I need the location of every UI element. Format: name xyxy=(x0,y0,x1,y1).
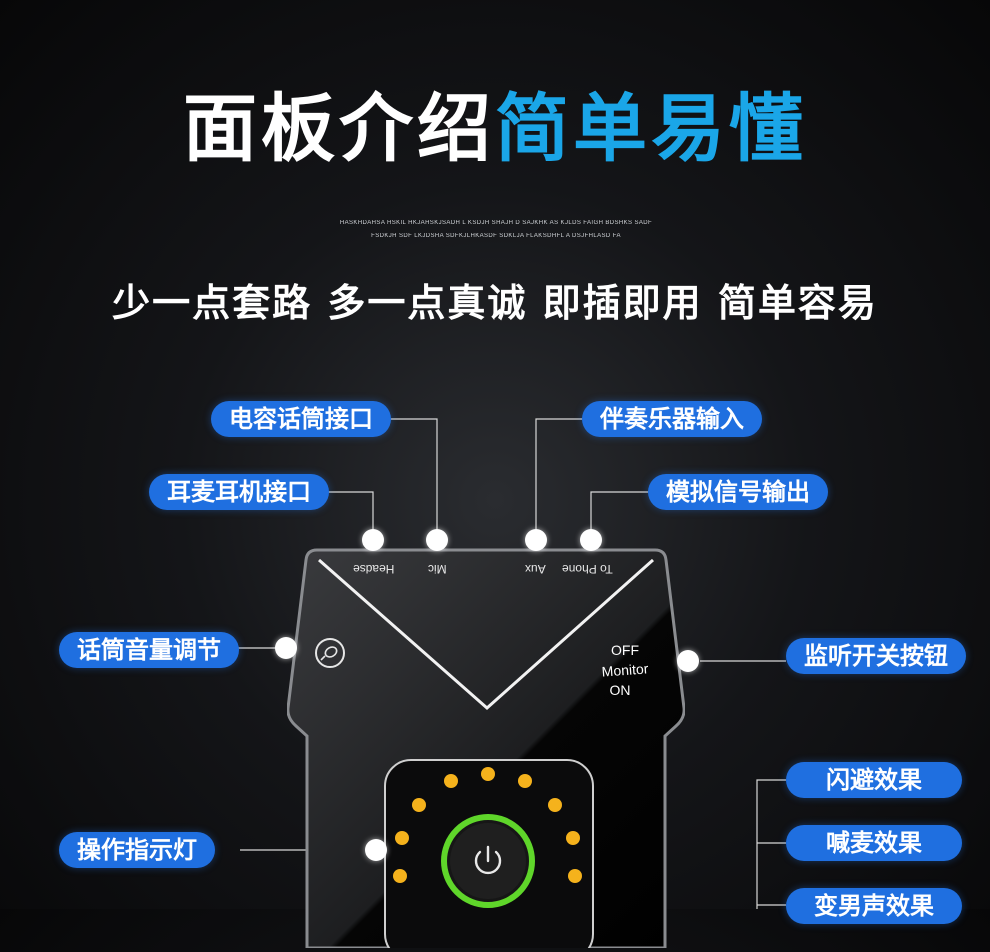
led-dot xyxy=(518,774,532,788)
led-dot xyxy=(412,798,426,812)
led-dot xyxy=(444,774,458,788)
indicator-dot xyxy=(365,839,387,861)
callout-shout-effect: 喊麦效果 xyxy=(786,825,962,861)
subtitle: 少一点套路 多一点真诚 即插即用 简单容易 xyxy=(112,281,878,325)
port-label-to-phone: To Phone xyxy=(562,562,613,576)
callout-headset-jack: 耳麦耳机接口 xyxy=(149,474,329,510)
port-label-mic: Mic xyxy=(428,562,447,576)
mic-jack-dot xyxy=(426,529,448,551)
headset-jack-dot xyxy=(362,529,384,551)
led-dot xyxy=(566,831,580,845)
monitor-label: Monitor xyxy=(601,660,649,680)
port-label-aux: Aux xyxy=(525,562,546,576)
callout-voice-change-effect: 变男声效果 xyxy=(786,888,962,924)
callout-mic-jack: 电容话筒接口 xyxy=(211,401,391,437)
output-jack-dot xyxy=(580,529,602,551)
monitor-off-label: OFF xyxy=(611,642,639,658)
callout-analog-output: 模拟信号输出 xyxy=(648,474,828,510)
led-dot xyxy=(395,831,409,845)
power-icon[interactable] xyxy=(469,842,507,880)
monitor-switch-labels[interactable]: OFF Monitor ON xyxy=(589,640,661,700)
port-label-headset: Headse xyxy=(353,562,395,576)
callout-dodge-effect: 闪避效果 xyxy=(786,762,962,798)
callout-indicator: 操作指示灯 xyxy=(59,832,215,868)
callout-monitor-switch: 监听开关按钮 xyxy=(786,638,966,674)
title-white-part: 面板介绍 xyxy=(183,86,495,172)
led-dot xyxy=(393,869,407,883)
led-dot xyxy=(481,767,495,781)
mic-volume-knob-icon[interactable] xyxy=(313,636,347,670)
fine-print-line-1: HASKHDAHSA HSKIL HKJAHSKJSADH L KSDJH SH… xyxy=(339,220,653,226)
monitor-switch-dot xyxy=(677,650,699,672)
callout-mic-volume: 话筒音量调节 xyxy=(59,632,239,668)
callout-instrument-input: 伴奏乐器输入 xyxy=(582,401,762,437)
sound-card-device: Headse Mic Aux To Phone OFF Monitor ON xyxy=(286,548,686,950)
led-dot xyxy=(548,798,562,812)
fine-print-line-2: FSDKJH SDF LKJDSHA SDFKJLHKASDF SDKLJA F… xyxy=(371,233,621,239)
title-blue-part: 简单易懂 xyxy=(495,86,807,172)
mic-volume-dot xyxy=(275,637,297,659)
monitor-on-label: ON xyxy=(609,682,631,698)
led-dot xyxy=(568,869,582,883)
page-title: 面板介绍简单易懂 xyxy=(0,92,990,166)
aux-jack-dot xyxy=(525,529,547,551)
